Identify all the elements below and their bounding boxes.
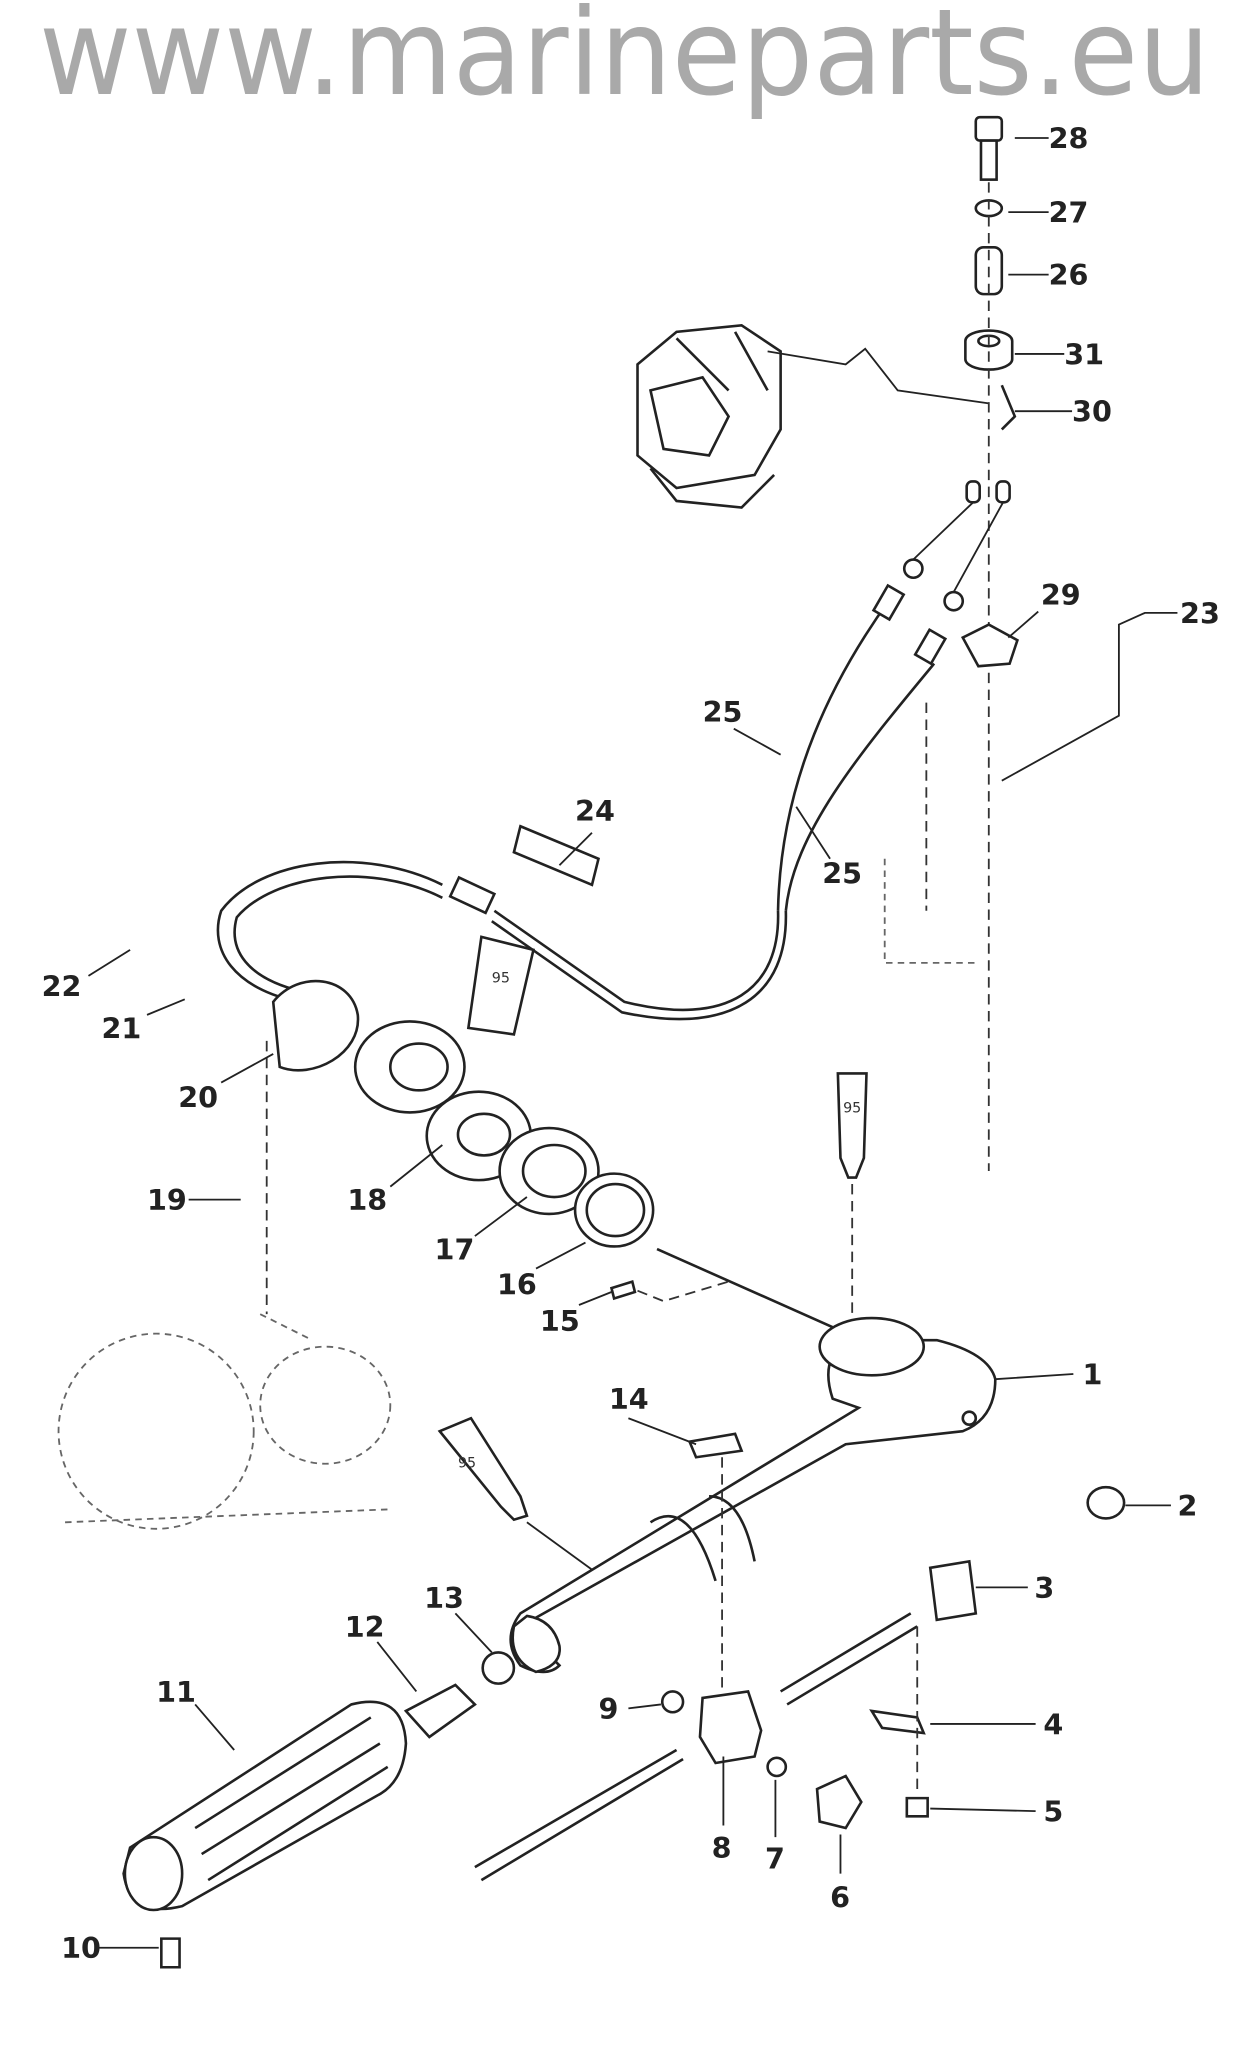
grip-cable-loop: 95 bbox=[216, 824, 601, 1315]
callout-11: 11 bbox=[156, 1675, 196, 1709]
callout-23: 23 bbox=[1180, 596, 1220, 630]
friction-parts bbox=[779, 1485, 1126, 1818]
engine-ghost bbox=[57, 858, 976, 1530]
tube-label: 95 bbox=[492, 970, 510, 986]
callout-6: 6 bbox=[830, 1880, 850, 1914]
callout-5: 5 bbox=[1043, 1795, 1063, 1829]
callout-25: 25 bbox=[822, 856, 862, 890]
callout-30: 30 bbox=[1072, 395, 1112, 429]
callout-4: 4 bbox=[1043, 1707, 1063, 1741]
callout-numbers: 1234567891011121314151617181920212223242… bbox=[42, 121, 1220, 1965]
tube-label: 95 bbox=[843, 1100, 861, 1116]
bolt-stack bbox=[964, 115, 1017, 1172]
grease-tubes: 95 95 bbox=[437, 1072, 868, 1576]
throttle-cables bbox=[491, 480, 1019, 1021]
watermark: www.marineparts.eu bbox=[39, 0, 1210, 123]
callout-8: 8 bbox=[712, 1831, 732, 1865]
callout-10: 10 bbox=[61, 1931, 101, 1965]
callout-18: 18 bbox=[347, 1183, 387, 1217]
callout-9: 9 bbox=[598, 1692, 618, 1726]
callout-3: 3 bbox=[1034, 1571, 1054, 1605]
callout-21: 21 bbox=[101, 1011, 141, 1045]
callout-14: 14 bbox=[609, 1382, 649, 1416]
callout-22: 22 bbox=[42, 970, 82, 1004]
leader-lines bbox=[87, 137, 1178, 1949]
callout-26: 26 bbox=[1049, 258, 1089, 292]
callout-27: 27 bbox=[1049, 196, 1089, 230]
callout-31: 31 bbox=[1064, 337, 1104, 371]
callout-12: 12 bbox=[345, 1610, 385, 1644]
tiller-arm bbox=[509, 1316, 997, 1692]
callout-13: 13 bbox=[424, 1581, 464, 1615]
callout-19: 19 bbox=[147, 1183, 187, 1217]
callout-17: 17 bbox=[435, 1232, 475, 1266]
handle-grip bbox=[122, 1651, 516, 1969]
callout-24: 24 bbox=[575, 794, 615, 828]
callout-25: 25 bbox=[703, 695, 743, 729]
rings bbox=[353, 1020, 834, 1329]
tube-label: 95 bbox=[458, 1456, 476, 1472]
callout-2: 2 bbox=[1177, 1489, 1197, 1523]
callout-29: 29 bbox=[1041, 578, 1081, 612]
callout-15: 15 bbox=[540, 1304, 580, 1338]
callout-28: 28 bbox=[1049, 121, 1089, 155]
callout-16: 16 bbox=[497, 1268, 537, 1302]
callout-1: 1 bbox=[1082, 1357, 1102, 1391]
lower-parts bbox=[474, 1689, 863, 1882]
callout-20: 20 bbox=[178, 1080, 218, 1114]
callout-7: 7 bbox=[765, 1841, 785, 1875]
carburetor-drawing bbox=[636, 323, 989, 509]
